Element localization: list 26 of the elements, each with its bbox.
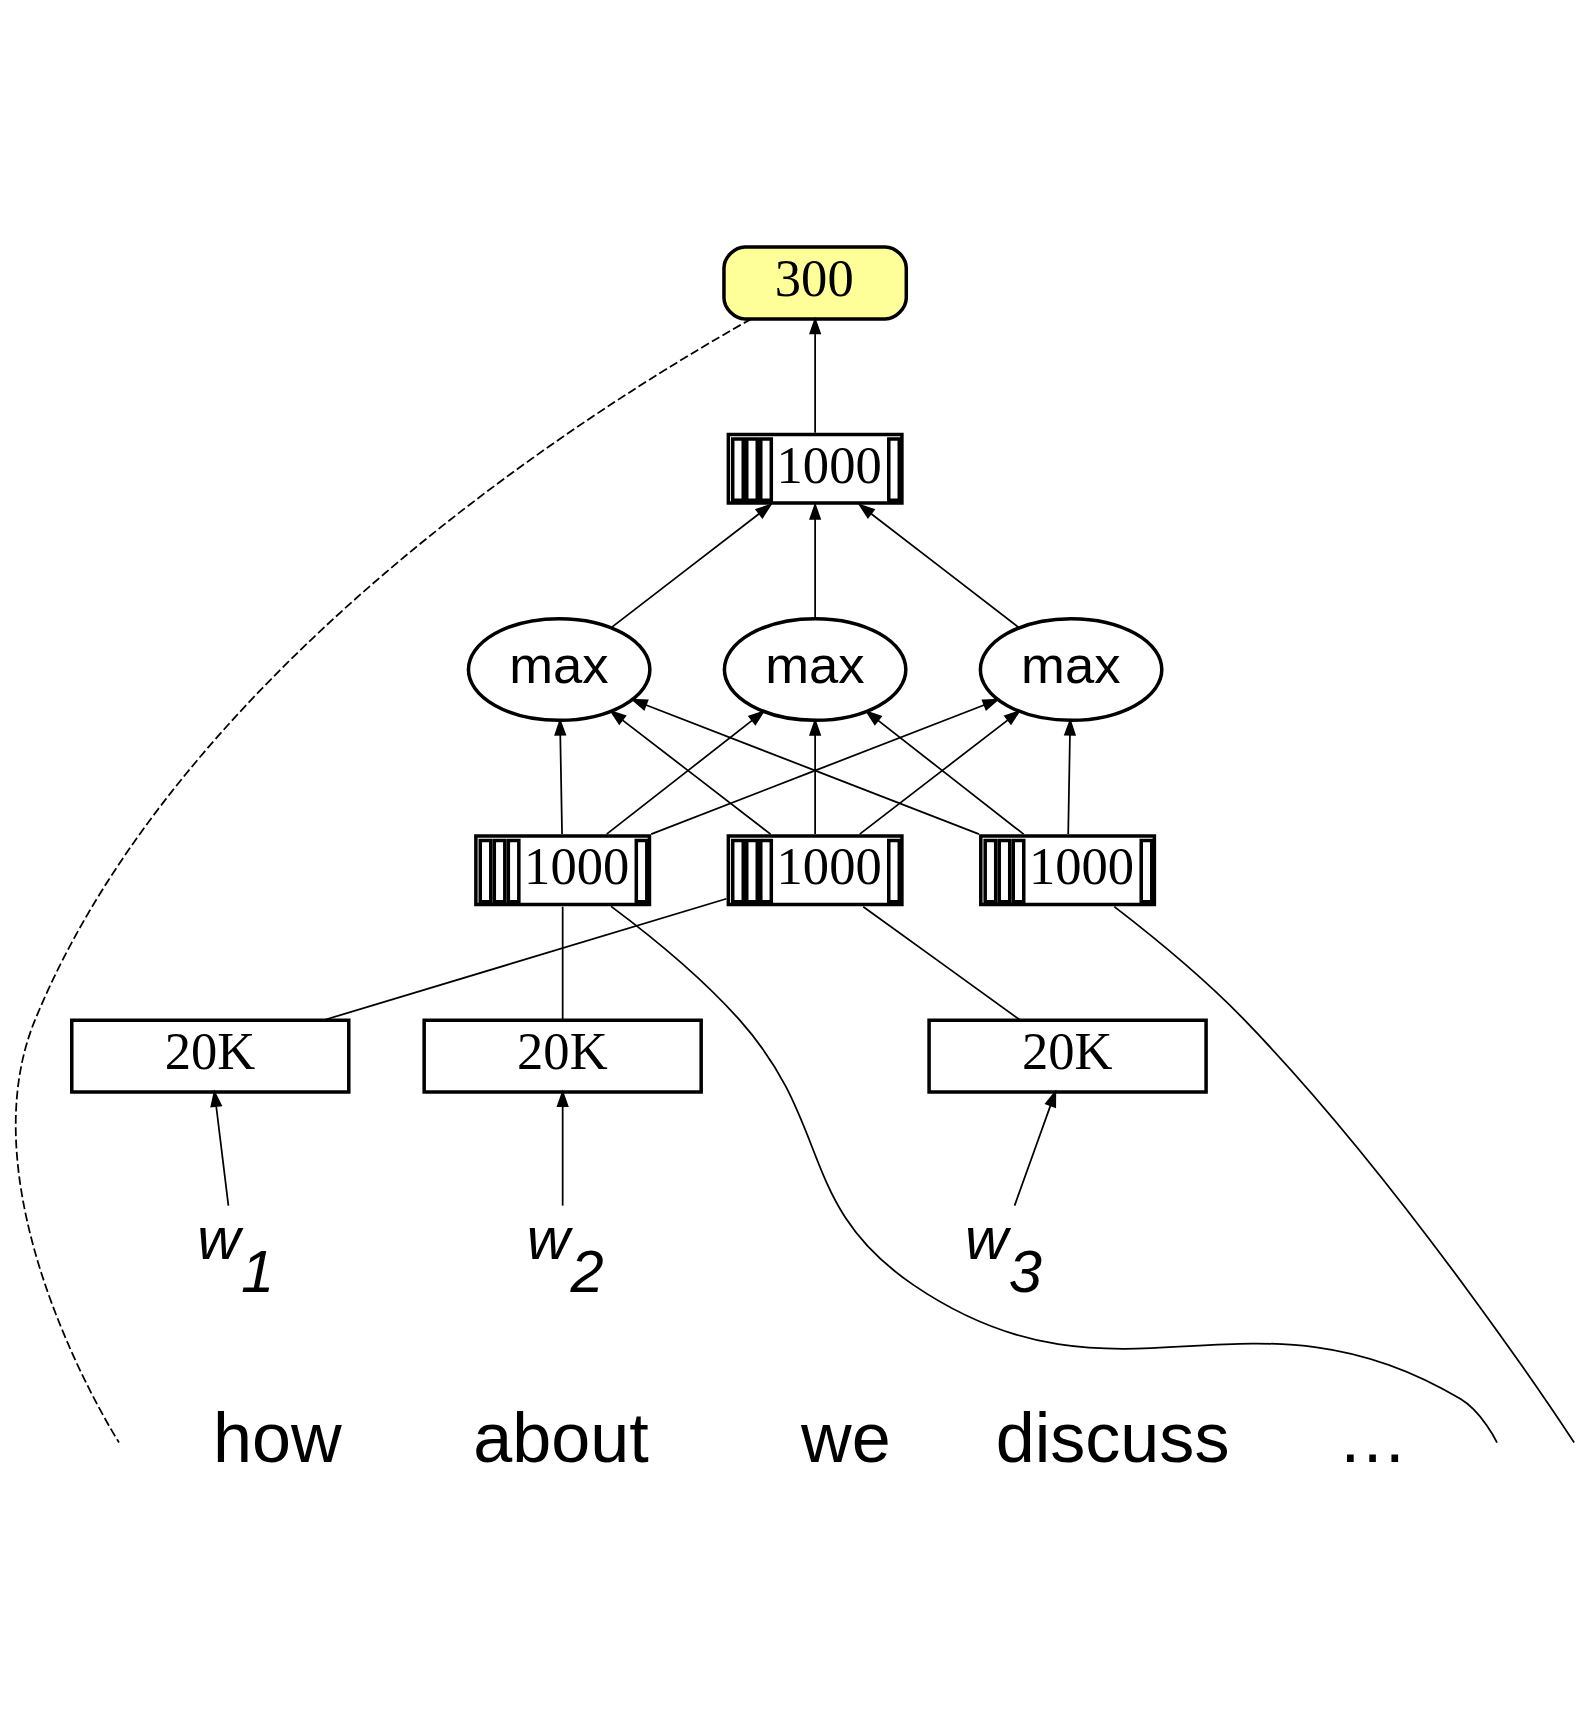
node-box: 20K [927, 1017, 1208, 1094]
arrow [1013, 1089, 1057, 1206]
arrow [809, 717, 822, 835]
label: how [212, 1398, 342, 1477]
label: discuss [995, 1398, 1230, 1477]
label: … [1337, 1398, 1408, 1477]
connector [323, 897, 728, 1021]
arrow [610, 502, 773, 628]
connector [610, 904, 1498, 1443]
node-box: 20K [422, 1017, 703, 1094]
arrow [554, 717, 567, 835]
label: we [801, 1398, 891, 1477]
arrow [857, 502, 1020, 628]
node-ellipse: max [722, 616, 908, 722]
label: about [473, 1398, 649, 1477]
arrow [556, 1088, 569, 1206]
connector [561, 905, 564, 1021]
connector [1113, 905, 1575, 1443]
node-box: 20K [70, 1017, 351, 1094]
connector [862, 905, 1021, 1021]
connector [15, 317, 753, 1443]
arrow [210, 1088, 230, 1206]
node-box: 300 [722, 244, 909, 321]
arrow [1063, 717, 1077, 835]
arrow [809, 316, 822, 434]
arrow [809, 501, 822, 619]
